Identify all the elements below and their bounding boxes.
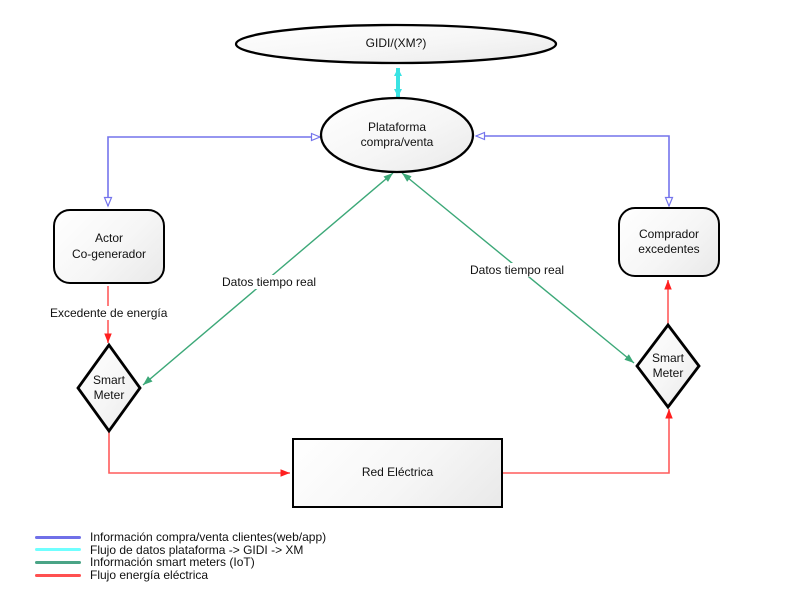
legend-line-swatch-green	[35, 560, 81, 564]
node-red-electrica: Red Eléctrica	[292, 438, 503, 508]
legend-label: Flujo energía eléctrica	[90, 568, 209, 583]
edge-plataforma-actor	[108, 137, 320, 206]
legend-item-info-smart-meters: Información smart meters (IoT)	[35, 555, 326, 570]
legend-item-flujo-energia: Flujo energía eléctrica	[35, 568, 326, 583]
node-gidi-shape	[234, 23, 558, 65]
legend-label: Flujo de datos plataforma -> GIDI -> XM	[90, 542, 304, 557]
edge-label-datos-tiempo-real-left: Datos tiempo real	[220, 275, 319, 289]
edge-smartmeter-left-redelectrica	[108, 431, 290, 477]
legend: Información compra/venta clientes(web/ap…	[35, 530, 327, 583]
legend-item-flujo-datos-plataforma: Flujo de datos plataforma -> GIDI -> XM	[35, 542, 326, 557]
legend-label: Información compra/venta clientes(web/ap…	[90, 530, 327, 545]
node-gidi-label: GIDI/(XM?)	[365, 36, 427, 51]
legend-line-swatch-blue	[35, 535, 81, 539]
node-comprador-excedentes: Comprador excedentes	[618, 207, 720, 277]
legend-line-swatch-cyan	[35, 548, 81, 552]
edge-plataforma-comprador	[476, 136, 669, 206]
node-plataforma-label: Plataforma compra/venta	[360, 119, 434, 149]
node-plataforma-shape	[319, 96, 475, 174]
node-smart-meter-right-shape	[635, 322, 701, 410]
node-smart-meter-left-shape	[76, 342, 142, 434]
node-smart-meter-left-label: Smart Meter	[92, 372, 125, 402]
legend-line-swatch-red	[35, 573, 81, 577]
edge-label-datos-tiempo-real-right: Datos tiempo real	[468, 263, 567, 277]
legend-label: Información smart meters (IoT)	[90, 555, 255, 570]
node-actor-co-generador: Actor Co-generador	[53, 209, 165, 284]
node-smart-meter-right-label: Smart Meter	[651, 350, 684, 380]
legend-item-info-compra-venta: Información compra/venta clientes(web/ap…	[35, 530, 327, 545]
edge-redelectrica-smartmeter-right	[503, 409, 673, 474]
edge-label-excedente-energia: Excedente de energía	[48, 306, 170, 320]
